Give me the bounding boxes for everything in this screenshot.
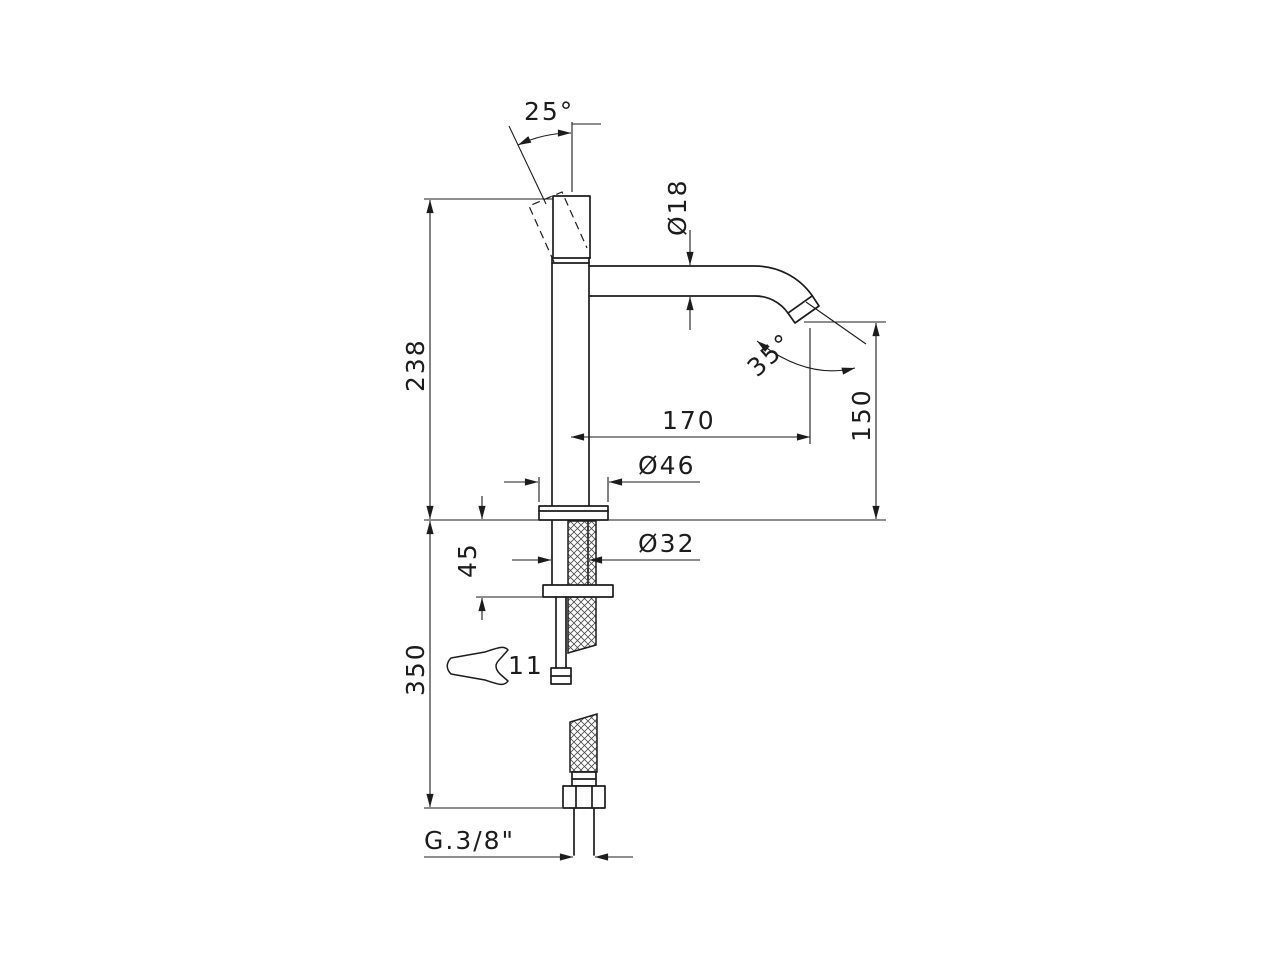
dim-label-deck-thickness: 45 [453,542,482,578]
dim-outlet-angle: 35° [742,301,867,382]
dim-label-handle-angle: 25° [524,97,574,126]
dim-label-shank-diameter: Ø32 [638,529,696,558]
faucet-handle [551,195,591,264]
hose-hex-nut [562,785,606,809]
dim-label-spout-reach: 170 [662,406,716,435]
mounting-stud [550,596,572,685]
faucet-base-flange [538,505,609,521]
dim-inlet-thread: G.3/8" [424,826,633,861]
dim-label-inlet-thread: G.3/8" [424,826,515,855]
dim-label-base-diameter: Ø46 [638,451,696,480]
dim-label-height-above-deck: 238 [401,338,430,392]
dim-spout-reach: 170 [570,328,811,444]
dim-height-above-deck: 238 [401,198,553,520]
faucet-body [551,257,590,507]
wrench-icon [446,646,509,686]
supply-hose-lower [562,712,606,856]
dim-shank-diameter: Ø32 [512,529,700,564]
dim-label-spout-diameter: Ø18 [663,179,692,237]
dim-label-wrench-size: 11 [508,651,544,680]
dim-label-below-deck-length: 350 [401,642,430,696]
faucet-outline [424,191,886,856]
dim-label-outlet-angle: 35° [742,327,799,382]
dim-below-deck-length: 350 [401,520,562,809]
dim-base-diameter: Ø46 [504,451,700,502]
mounting-nut [542,584,614,598]
dim-outlet-height: 150 [804,321,886,520]
dim-handle-angle: 25° [508,97,601,205]
dim-spout-diameter: Ø18 [663,179,694,330]
faucet-spout [588,265,820,324]
dim-deck-thickness: 45 [453,496,548,620]
dim-label-outlet-height: 150 [847,388,876,442]
faucet-handle-tilted-phantom [528,191,588,263]
